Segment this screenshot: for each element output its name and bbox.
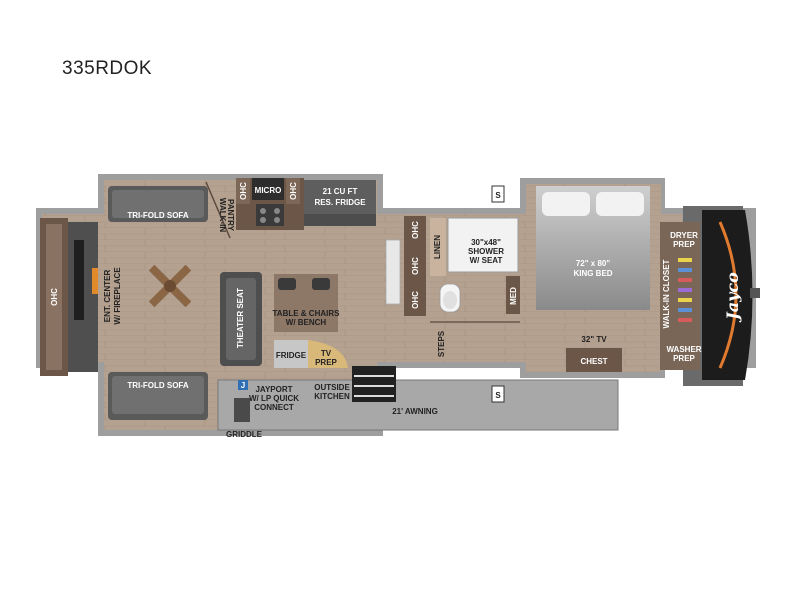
- jayport-label-2: W/ LP QUICK: [249, 394, 299, 403]
- ohc-k1-label: OHC: [239, 182, 248, 200]
- steps-label: STEPS: [437, 330, 446, 357]
- jayport: J JAYPORT W/ LP QUICK CONNECT GRIDDLE: [226, 380, 299, 439]
- pillow-icon: [542, 192, 590, 216]
- awning: 21' AWNING: [217, 379, 619, 431]
- residential-fridge: 21 CU FT RES. FRIDGE: [304, 180, 376, 226]
- trifold-sofa-bottom-label: TRI-FOLD SOFA: [127, 381, 189, 390]
- model-name: 335RDOK: [62, 58, 153, 79]
- king-bed: 72" x 80" KING BED: [536, 186, 650, 310]
- ent-center: OHC ENT. CENTER W/ FIREPLACE: [40, 218, 122, 376]
- fireplace-label: W/ FIREPLACE: [113, 267, 122, 325]
- ohc-b2-label: OHC: [411, 257, 420, 275]
- walkin-closet-label: WALK-IN CLOSET: [662, 259, 671, 328]
- kitchen-counter: OHC MICRO OHC: [236, 178, 304, 230]
- fridge-small-label: FRIDGE: [276, 351, 307, 360]
- theater-seat: THEATER SEAT: [220, 272, 262, 366]
- tv-prep-label-1: TV: [321, 349, 332, 358]
- ohc-left-label: OHC: [50, 288, 59, 306]
- hall-sink: [385, 239, 401, 305]
- dining-table: TABLE & CHAIRS W/ BENCH: [273, 274, 341, 332]
- walkin-pantry-label-1: WALK-IN: [218, 198, 227, 232]
- bath-cabinets: OHC OHC OHC LINEN: [404, 216, 446, 316]
- front-cap: Jayco: [702, 210, 760, 380]
- pillow-icon: [596, 192, 644, 216]
- shower-label-2: SHOWER: [468, 247, 504, 256]
- walkin-closet: DRYER PREP WALK-IN CLOSET WASHER PREP: [660, 222, 702, 370]
- ent-center-label: ENT. CENTER: [103, 270, 112, 323]
- micro-label: MICRO: [255, 186, 282, 195]
- washer-label-1: WASHER: [666, 345, 701, 354]
- med-cabinet: MED: [506, 276, 520, 314]
- theater-seat-label: THEATER SEAT: [236, 288, 245, 348]
- jayport-label-1: JAYPORT: [255, 385, 292, 394]
- fridge-big-label-2: RES. FRIDGE: [314, 198, 366, 207]
- table-label-1: TABLE & CHAIRS: [273, 309, 341, 318]
- burner-icon: [274, 217, 280, 223]
- steps: STEPS: [430, 321, 520, 357]
- s-top-label: S: [495, 191, 501, 200]
- brand-logo: Jayco: [723, 272, 742, 323]
- chair-icon: [278, 278, 296, 290]
- shower-label-3: W/ SEAT: [470, 256, 503, 265]
- linen-label: LINEN: [433, 235, 442, 259]
- awning-label: 21' AWNING: [392, 407, 438, 416]
- bed-label-2: KING BED: [573, 269, 612, 278]
- walkin-pantry: WALK-IN PANTRY: [205, 181, 235, 239]
- trifold-sofa-top-label: TRI-FOLD SOFA: [127, 211, 189, 220]
- tv32-label: 32" TV: [581, 335, 607, 344]
- shower: 30"x48" SHOWER W/ SEAT: [447, 217, 519, 273]
- s-bottom-label: S: [495, 391, 501, 400]
- outside-kitchen-label-1: OUTSIDE: [314, 383, 350, 392]
- cooktop: [256, 204, 284, 226]
- ohc-b3-label: OHC: [411, 291, 420, 309]
- outside-kitchen: OUTSIDE KITCHEN: [314, 366, 396, 402]
- walkin-pantry-label-2: PANTRY: [226, 199, 235, 232]
- slideout-marker-top: S: [491, 185, 505, 203]
- kitchen-island: FRIDGE TV PREP: [274, 340, 348, 368]
- jayport-label-3: CONNECT: [254, 403, 294, 412]
- chest-label: CHEST: [580, 357, 607, 366]
- ceiling-fan-icon: [148, 264, 192, 308]
- j-badge: J: [241, 381, 245, 390]
- trifold-sofa-bottom: TRI-FOLD SOFA: [108, 372, 208, 420]
- fridge-big-label-1: 21 CU FT: [323, 187, 358, 196]
- table-label-2: W/ BENCH: [286, 318, 327, 327]
- ohc-b1-label: OHC: [411, 221, 420, 239]
- toilet-icon: [439, 283, 461, 313]
- burner-icon: [260, 217, 266, 223]
- med-label: MED: [509, 287, 518, 305]
- bed-label-1: 72" x 80": [576, 259, 610, 268]
- griddle-label: GRIDDLE: [226, 430, 263, 439]
- washer-label-2: PREP: [673, 354, 695, 363]
- burner-icon: [274, 208, 280, 214]
- griddle: [234, 398, 250, 422]
- burner-icon: [260, 208, 266, 214]
- chair-icon: [312, 278, 330, 290]
- slideout-marker-bottom: S: [491, 385, 505, 403]
- dryer-label-2: PREP: [673, 240, 695, 249]
- trifold-sofa-top: TRI-FOLD SOFA: [108, 186, 208, 222]
- ohc-k2-label: OHC: [289, 182, 298, 200]
- chest: 32" TV CHEST: [566, 335, 622, 372]
- tv-prep-label-2: PREP: [315, 358, 337, 367]
- shower-label-1: 30"x48": [471, 238, 501, 247]
- dryer-label-1: DRYER: [670, 231, 698, 240]
- outside-kitchen-label-2: KITCHEN: [314, 392, 350, 401]
